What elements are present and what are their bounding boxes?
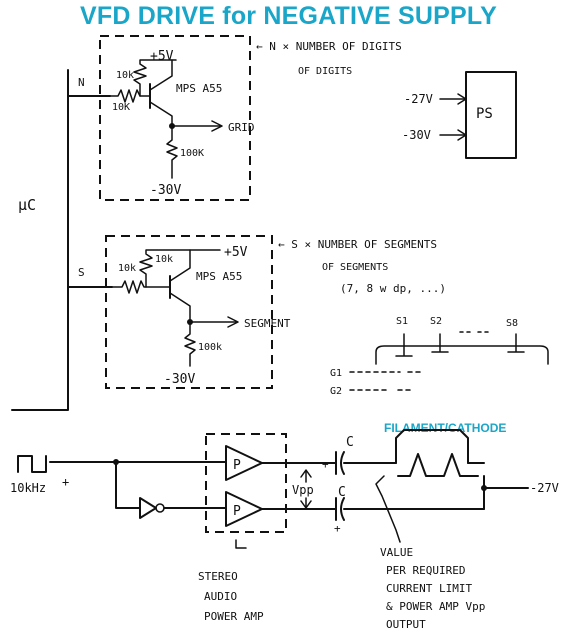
seg-note: ← S × NUMBER OF SEGMENTS: [278, 238, 437, 251]
amp-note-3: POWER AMP: [204, 610, 264, 623]
ps-v2: -30V: [402, 128, 431, 142]
display-s8: S8: [506, 318, 518, 329]
grid-driver-block: N +5V 10K 10k MPS A55 GRID 100K -30V ← N…: [78, 35, 402, 201]
seg-output-label: SEGMENT: [244, 317, 291, 330]
segment-driver-block: S +5V 10k 10k MPS A55 SEGMENT 100k -30V …: [78, 235, 446, 389]
seg-r1-label: 10k: [118, 263, 136, 274]
ps-v1: -27V: [404, 92, 433, 106]
page-title: VFD DRIVE for NEGATIVE SUPPLY: [80, 2, 497, 30]
grid-note-digits: OF DIGITS: [298, 66, 352, 77]
grid-supply-neg: -30V: [150, 183, 181, 198]
audio-section: 10kHz + P P Vpp C + C +: [10, 429, 559, 631]
cap2-plus: +: [334, 522, 341, 535]
seg-signal-label: S: [78, 266, 85, 279]
display-s1: S1: [396, 316, 408, 327]
seg-note-segments: OF SEGMENTS: [322, 262, 388, 273]
amp-note-2: AUDIO: [204, 590, 237, 603]
amp-note-1: STEREO: [198, 570, 238, 583]
seg-supply-pos: +5V: [224, 245, 248, 260]
vpp-label: Vpp: [292, 483, 314, 497]
neg-supply-label: -27V: [530, 481, 559, 495]
value-note-4: & POWER AMP Vpp: [386, 600, 485, 613]
display-g1: G1: [330, 368, 342, 379]
seg-note2: (7, 8 w dp, ...): [340, 282, 446, 295]
cap2-label: C: [338, 485, 346, 500]
clock-plus: +: [62, 475, 69, 489]
filament-cathode-label: FILAMENT/CATHODE: [384, 421, 507, 435]
grid-supply-pos: +5V: [150, 49, 174, 64]
grid-output-label: GRID: [228, 121, 255, 134]
cap1-label: C: [346, 435, 354, 450]
grid-signal-label: N: [78, 76, 85, 89]
cap1-plus: +: [322, 458, 329, 471]
clock-label: 10kHz: [10, 481, 46, 495]
grid-r2-label: 10K: [112, 102, 130, 113]
value-note-5: OUTPUT: [386, 618, 426, 631]
grid-note: ← N × NUMBER OF DIGITS: [256, 40, 402, 53]
value-note-3: CURRENT LIMIT: [386, 582, 472, 595]
seg-rout-label: 100k: [198, 342, 222, 353]
value-note-1: VALUE: [380, 546, 413, 559]
grid-rout-label: 100K: [180, 148, 204, 159]
grid-transistor-label: MPS A55: [176, 82, 222, 95]
seg-transistor-label: MPS A55: [196, 270, 242, 283]
ps-name: PS: [476, 106, 493, 122]
seg-r2-label: 10k: [155, 254, 173, 265]
mc-label: μC: [18, 196, 36, 214]
amp2-label: P: [233, 504, 241, 519]
grid-r1-label: 10k: [116, 70, 134, 81]
mc-bus: μC: [11, 69, 113, 411]
display-g2: G2: [330, 386, 342, 397]
value-note-2: PER REQUIRED: [386, 564, 465, 577]
power-supply: PS -27V -30V: [402, 71, 517, 159]
vfd-display: S1 S2 S8 G1 G2: [330, 316, 549, 397]
display-s2: S2: [430, 316, 442, 327]
amp1-label: P: [233, 458, 241, 473]
seg-supply-neg: -30V: [164, 372, 195, 387]
